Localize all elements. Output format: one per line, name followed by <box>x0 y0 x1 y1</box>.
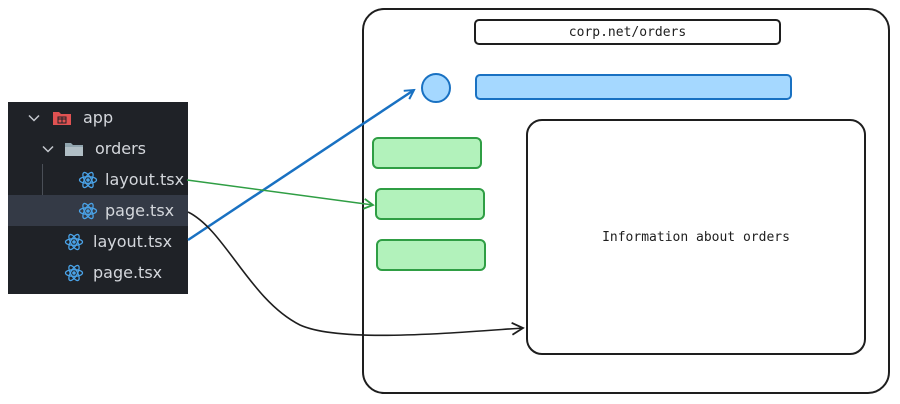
chevron-down-icon <box>40 141 56 157</box>
header-bar <box>475 74 792 100</box>
url-text: corp.net/orders <box>568 24 687 40</box>
react-icon <box>78 170 98 190</box>
tree-item-label: layout.tsx <box>105 169 185 189</box>
content-area: Information about orders <box>526 119 866 355</box>
avatar <box>421 73 451 103</box>
nav-item-1 <box>372 137 482 169</box>
tree-item-label: app <box>83 107 114 127</box>
arrow-orders-layout-to-nav <box>186 179 375 210</box>
tree-item-app-folder[interactable]: app <box>8 102 188 133</box>
tree-item-label: page.tsx <box>105 200 175 220</box>
arrow-layout-to-header <box>187 90 414 242</box>
tree-item-label: page.tsx <box>93 262 163 282</box>
address-bar[interactable]: corp.net/orders <box>474 19 781 45</box>
browser-window-sketch <box>362 8 890 394</box>
file-explorer: app orders layout.tsx <box>8 102 188 294</box>
tree-item-orders-layout[interactable]: layout.tsx <box>8 164 188 195</box>
tree-item-orders-page[interactable]: page.tsx <box>8 195 188 226</box>
tree-item-label: layout.tsx <box>93 231 173 251</box>
react-icon <box>64 232 84 252</box>
tree-item-app-page[interactable]: page.tsx <box>8 257 188 288</box>
react-icon <box>64 263 84 283</box>
nav-item-3 <box>376 239 486 271</box>
nav-item-2 <box>375 188 485 220</box>
chevron-down-icon <box>26 110 42 126</box>
react-icon <box>78 201 98 221</box>
arrow-orders-page-to-content <box>187 211 525 337</box>
tree-item-app-layout[interactable]: layout.tsx <box>8 226 188 257</box>
tree-item-orders-folder[interactable]: orders <box>8 133 188 164</box>
content-text: Information about orders <box>602 229 790 245</box>
app-folder-icon <box>52 108 72 128</box>
folder-icon <box>64 139 84 159</box>
tree-item-label: orders <box>95 138 146 158</box>
